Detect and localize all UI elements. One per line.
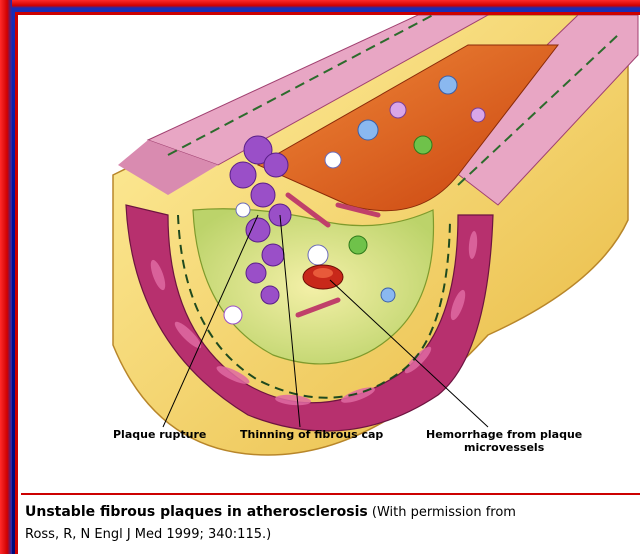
content-panel: Plaque rupture Thinning of fibrous cap H… [15,12,640,554]
label-hemorrhage: Hemorrhage from plaque microvessels [426,428,582,454]
label-hemorrhage-line1: Hemorrhage from plaque [426,428,582,441]
top-red-accent [0,0,640,8]
caption-permission-note: (With permission from [368,505,516,520]
figure-caption: Unstable fibrous plaques in atherosclero… [21,493,640,551]
label-thinning-fibrous-cap: Thinning of fibrous cap [240,428,383,441]
caption-title: Unstable fibrous plaques in atherosclero… [25,504,368,520]
artery-cross-section-illustration [18,15,640,493]
left-red-accent [0,0,12,554]
hemorrhage-focus [303,265,343,289]
label-plaque-rupture: Plaque rupture [113,428,206,441]
label-hemorrhage-line2: microvessels [426,441,582,454]
caption-citation: Ross, R, N Engl J Med 1999; 340:115.) [25,527,271,542]
